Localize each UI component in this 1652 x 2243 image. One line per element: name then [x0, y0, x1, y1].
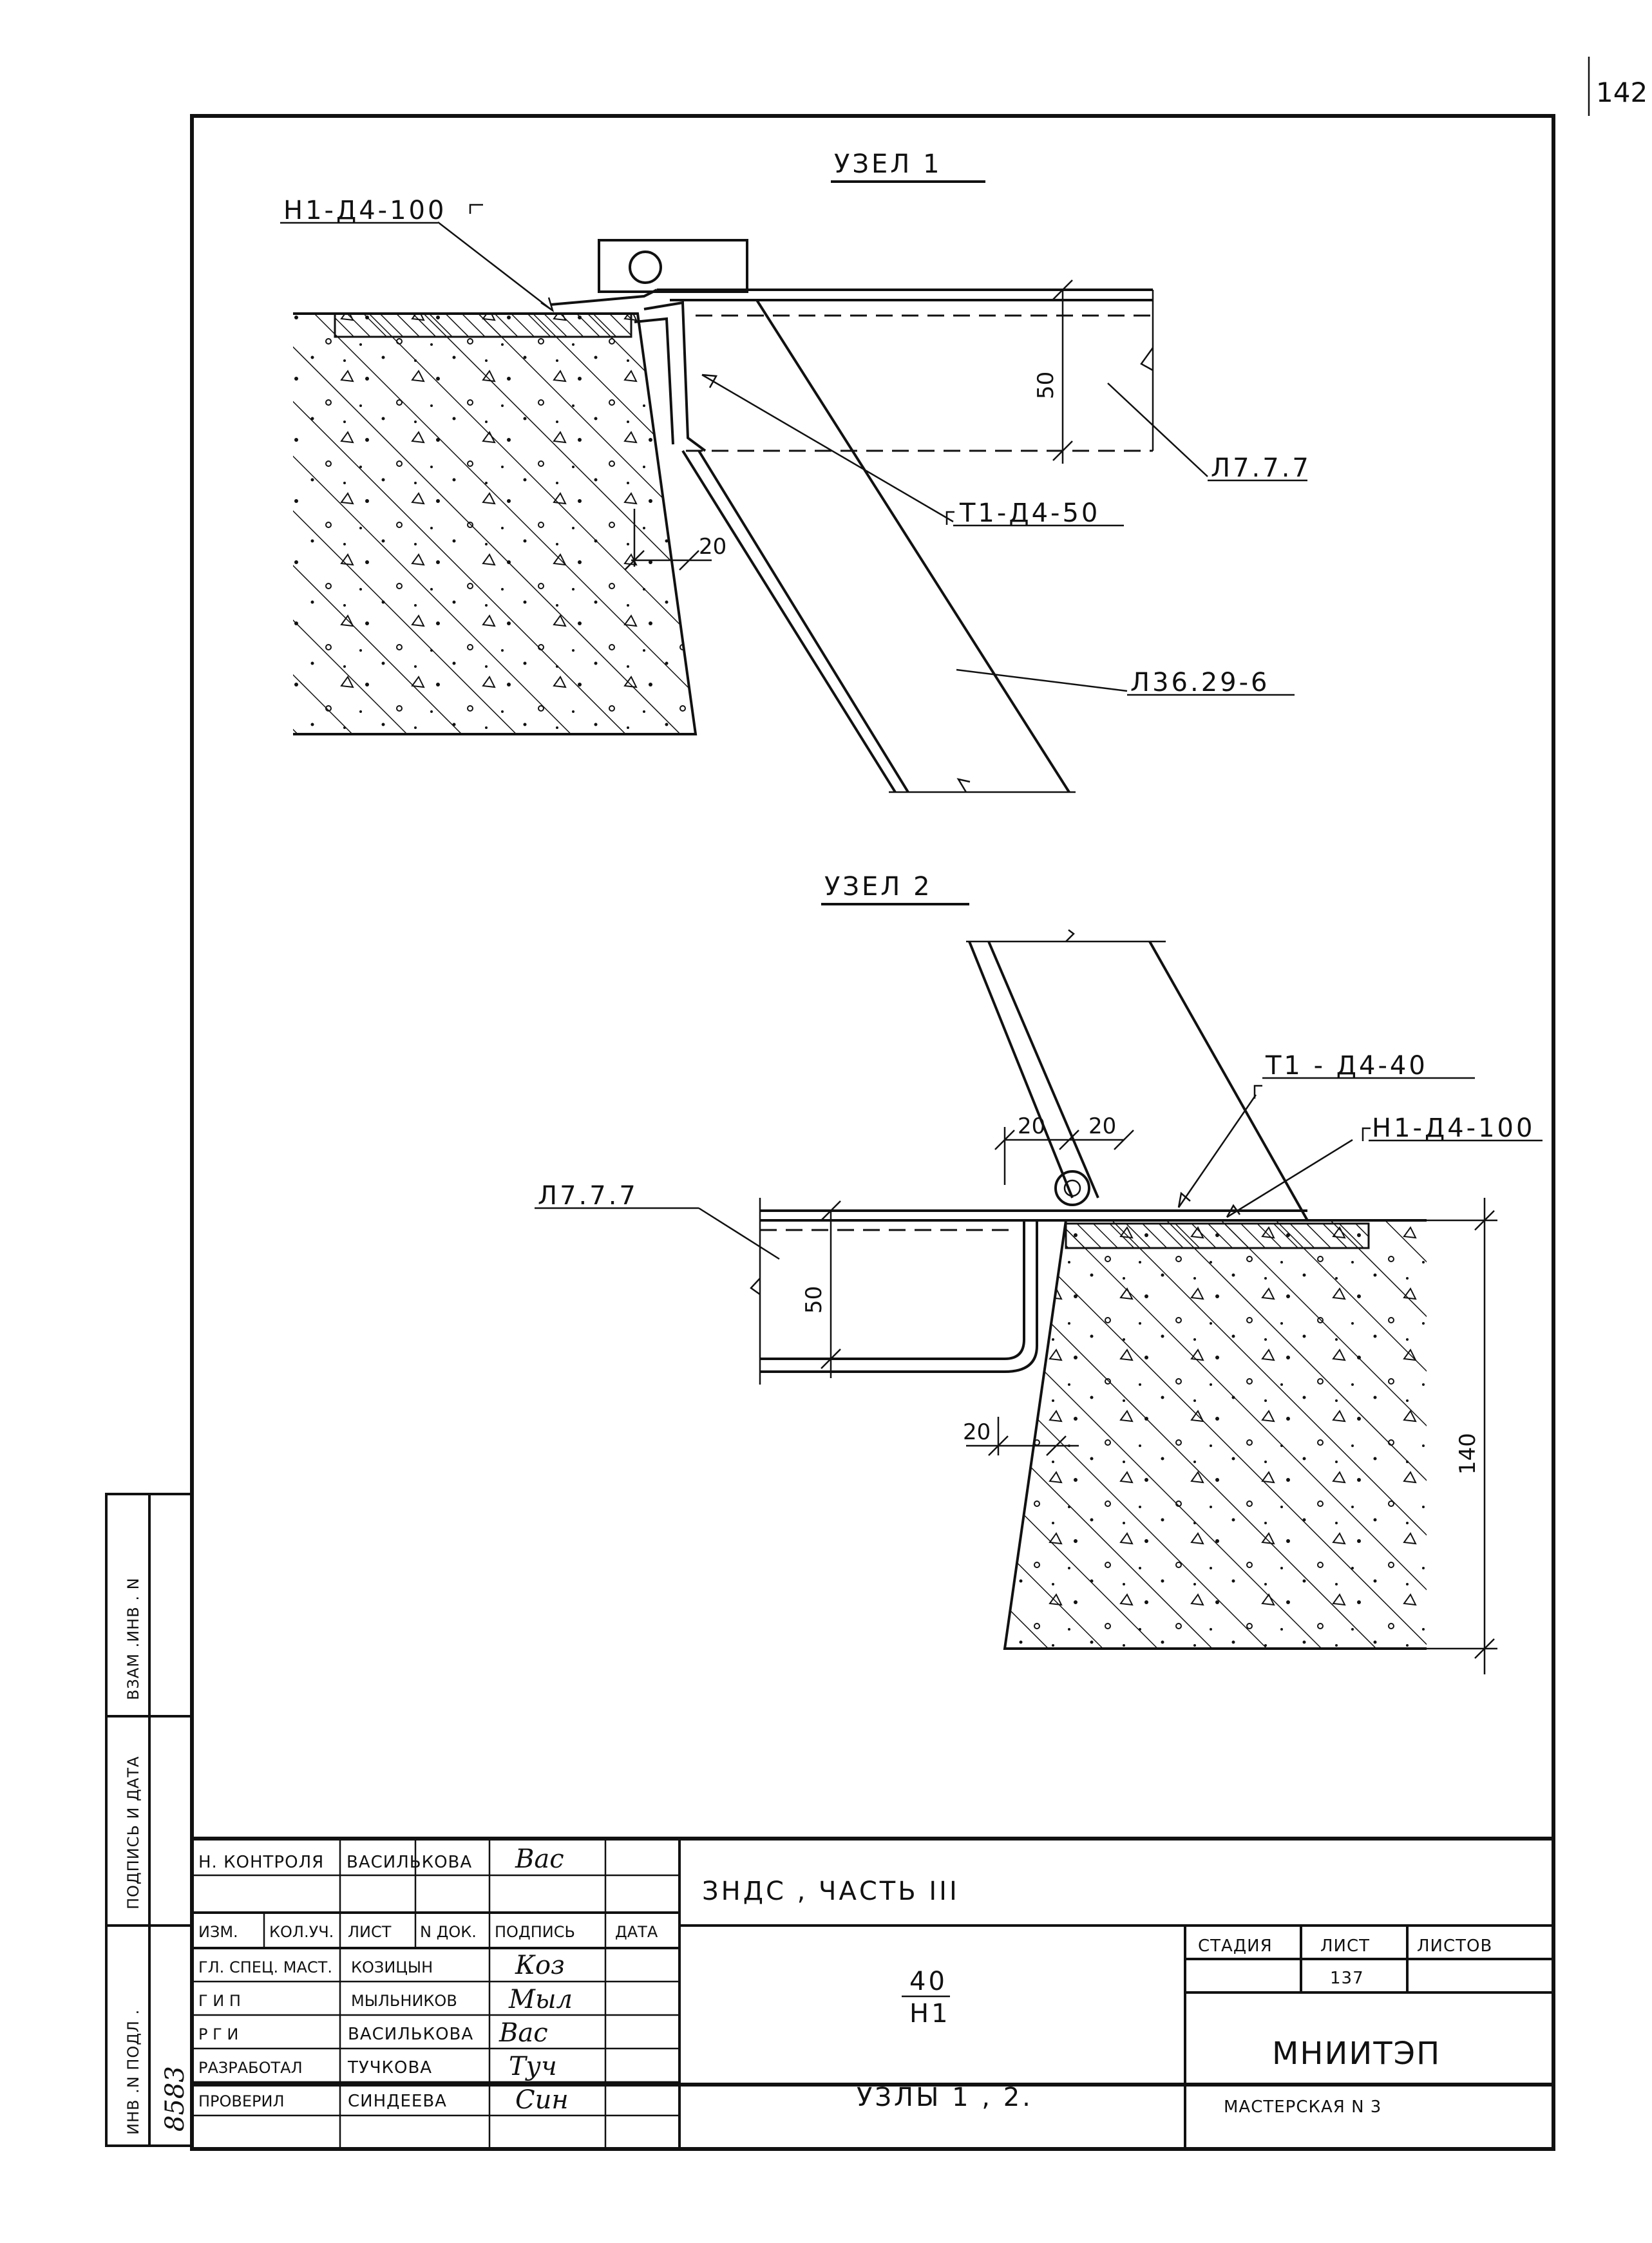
- svg-text:Син: Син: [515, 2085, 569, 2115]
- tb-col-list: ЛИСТ: [348, 1923, 392, 1941]
- node-2-dim-20a: 20: [1018, 1113, 1045, 1139]
- svg-text:Вас: Вас: [515, 1844, 564, 1874]
- node-2-dim-20b: 20: [1088, 1113, 1116, 1139]
- tb-nkontrol-role: Н. КОНТРОЛЯ: [198, 1853, 324, 1872]
- node-2-title: УЗЕЛ 2: [824, 872, 933, 902]
- node-1-label-l36: Л36.29-6: [1130, 668, 1269, 697]
- node-1-label-l777: Л7.7.7: [1211, 453, 1311, 483]
- side-stamp-inv-handwritten: 8583: [160, 2066, 190, 2132]
- svg-text:Туч: Туч: [509, 2052, 557, 2081]
- node-2-label-l777: Л7.7.7: [538, 1181, 638, 1211]
- page-number-mark: 142: [1588, 57, 1647, 116]
- svg-text:Мыл: Мыл: [508, 1985, 573, 2014]
- node-1-dim-50: 50: [1033, 372, 1059, 399]
- node-2: УЗЕЛ 2 20 20: [535, 872, 1543, 1674]
- node-1: УЗЕЛ 1 50: [280, 149, 1311, 793]
- tb-code-top: 40: [909, 1967, 947, 1996]
- node-2-dim-140: 140: [1455, 1433, 1481, 1475]
- node-2-dim-50: 50: [801, 1286, 827, 1314]
- tb-list-label: ЛИСТ: [1320, 1936, 1370, 1956]
- side-stamp-vzam: ВЗАМ .ИНВ . N: [124, 1577, 142, 1700]
- node-1-dim-20: 20: [699, 534, 726, 560]
- tb-col-izm: ИЗМ.: [198, 1923, 238, 1941]
- tb-row-role: Р Г И: [198, 2025, 238, 2043]
- tb-stage-label: СТАДИЯ: [1198, 1936, 1273, 1956]
- tb-col-koluch: КОЛ.УЧ.: [269, 1923, 334, 1941]
- tb-row-name: ТУЧКОВА: [347, 2058, 432, 2077]
- tb-list-value: 137: [1330, 1969, 1364, 1988]
- side-stamp-podpis: ПОДПИСЬ И ДАТА: [124, 1756, 142, 1909]
- tb-col-data: ДАТА: [615, 1923, 658, 1941]
- node-2-hinge: [1054, 1170, 1090, 1206]
- node-1-insulation-strip: [334, 312, 632, 338]
- node-2-label-h1: Н1-Д4-100: [1372, 1113, 1535, 1143]
- svg-text:Вас: Вас: [498, 2018, 548, 2048]
- tb-sheet-title: УЗЛЫ 1 , 2.: [857, 2083, 1033, 2112]
- tb-col-ndok: N ДОК.: [420, 1923, 477, 1941]
- tb-project: ЗНДС , ЧАСТЬ III: [702, 1877, 960, 1906]
- node-1-title: УЗЕЛ 1: [834, 149, 942, 179]
- tb-row-role: Г И П: [198, 1992, 241, 2010]
- tb-org: МНИИТЭП: [1272, 2036, 1441, 2072]
- tb-row-name: МЫЛЬНИКОВ: [351, 1992, 457, 2010]
- node-1-hinge: [629, 251, 662, 284]
- node-1-label-t1: Т1-Д4-50: [959, 498, 1100, 528]
- side-stamp-inv: ИНВ .N ПОДЛ .: [124, 2009, 142, 2135]
- svg-text:Коз: Коз: [515, 1951, 565, 1980]
- tb-row-name: ВАСИЛЬКОВА: [348, 2025, 473, 2044]
- side-stamp: ВЗАМ .ИНВ . N ПОДПИСЬ И ДАТА ИНВ .N ПОДЛ…: [105, 1493, 193, 2147]
- node-2-insulation-strip: [1065, 1222, 1370, 1249]
- title-block: Н. КОНТРОЛЯ ВАСИЛЬКОВА Вас ИЗМ. КОЛ.УЧ. …: [190, 1837, 1555, 2151]
- tb-workshop: МАСТЕРСКАЯ N 3: [1224, 2097, 1381, 2117]
- tb-row-role: РАЗРАБОТАЛ: [198, 2059, 303, 2077]
- tb-code-bottom: Н1: [909, 1999, 951, 2029]
- tb-row-name: СИНДЕЕВА: [348, 2092, 447, 2111]
- tb-row-role: ПРОВЕРИЛ: [198, 2092, 285, 2110]
- tb-nkontrol-name: ВАСИЛЬКОВА: [347, 1853, 472, 1872]
- node-2-label-t1: Т1 - Д4-40: [1265, 1051, 1428, 1081]
- page-number: 142: [1596, 77, 1647, 108]
- node-2-dim-20c: 20: [963, 1419, 991, 1445]
- tb-listov-label: ЛИСТОВ: [1417, 1936, 1492, 1956]
- drawing-frame: [190, 114, 1555, 2087]
- tb-col-podpis: ПОДПИСЬ: [495, 1923, 575, 1941]
- node-1-label-h1: Н1-Д4-100: [283, 196, 446, 225]
- tb-row-role: ГЛ. СПЕЦ. МАСТ.: [198, 1958, 332, 1976]
- tb-row-name: КОЗИЦЫН: [351, 1958, 433, 1976]
